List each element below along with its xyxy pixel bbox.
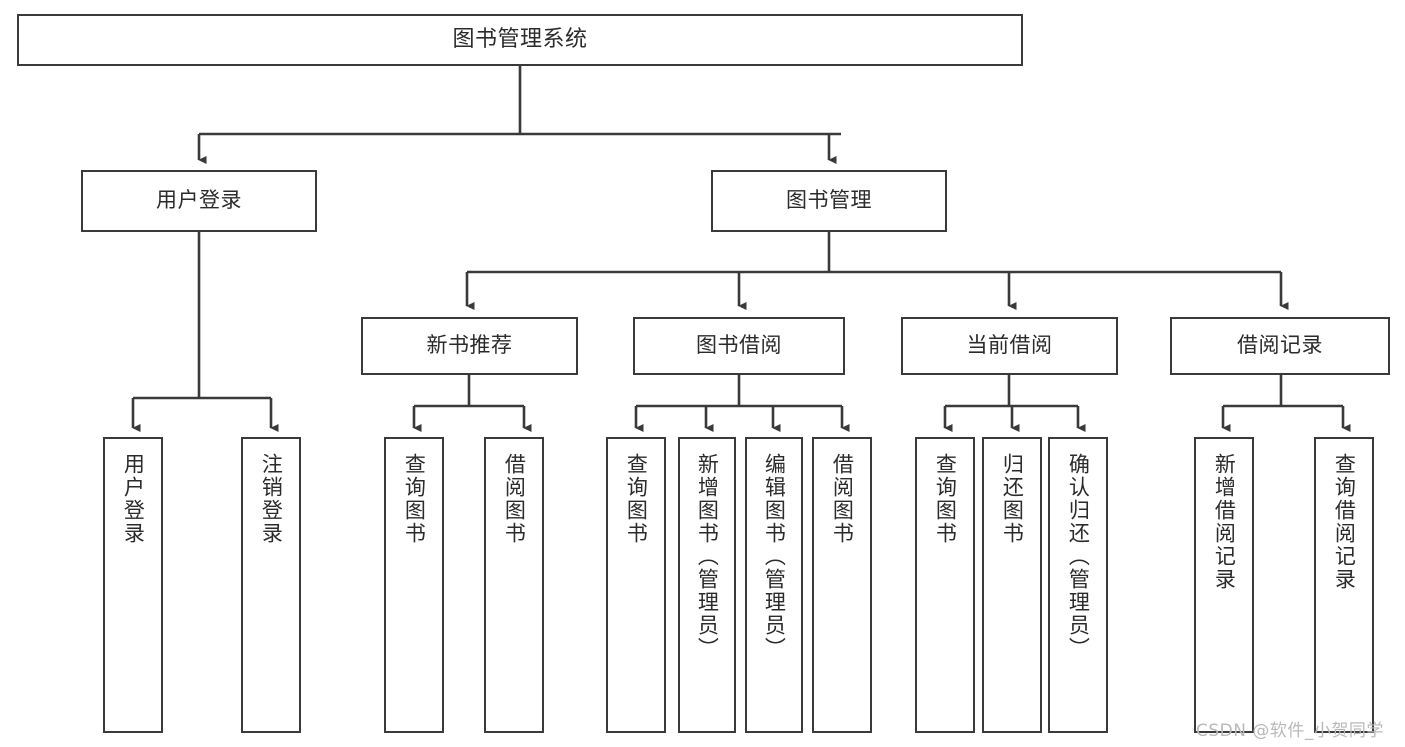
node-book-manage[interactable]: 图书管理 [711, 170, 947, 232]
csdn-watermark: CSDN @软件_小贺同学 [1196, 721, 1384, 741]
leaf-add-record[interactable]: 新增借阅记录 [1194, 437, 1254, 733]
node-book-borrow[interactable]: 图书借阅 [633, 317, 845, 375]
node-label: 借阅图书 [502, 453, 527, 545]
leaf-return-book[interactable]: 归还图书 [982, 437, 1042, 733]
node-label: 图书管理 [786, 188, 872, 213]
node-root-system[interactable]: 图书管理系统 [17, 14, 1023, 66]
leaf-user-logout[interactable]: 注销登录 [241, 437, 301, 733]
node-label: 新增借阅记录 [1212, 453, 1237, 591]
leaf-confirm-return[interactable]: 确认归还（管理员） [1048, 437, 1108, 733]
node-label: 用户登录 [121, 453, 146, 545]
leaf-add-book[interactable]: 新增图书（管理员） [678, 437, 736, 733]
leaf-edit-book[interactable]: 编辑图书（管理员） [745, 437, 803, 733]
leaf-query-book-2[interactable]: 查询图书 [606, 437, 666, 733]
leaf-query-record[interactable]: 查询借阅记录 [1314, 437, 1374, 733]
node-new-book-rec[interactable]: 新书推荐 [361, 317, 578, 375]
node-label: 当前借阅 [966, 333, 1053, 358]
node-label: 新增图书（管理员） [695, 453, 720, 660]
leaf-user-login[interactable]: 用户登录 [103, 437, 163, 733]
node-label: 查询图书 [624, 453, 649, 545]
node-current-borrow[interactable]: 当前借阅 [901, 317, 1118, 375]
node-label: 注销登录 [259, 453, 284, 545]
node-label: 查询图书 [933, 453, 958, 545]
leaf-query-book-1[interactable]: 查询图书 [384, 437, 444, 733]
node-label: 编辑图书（管理员） [762, 453, 787, 660]
node-label: 借阅记录 [1237, 333, 1323, 358]
node-label: 新书推荐 [426, 333, 513, 358]
node-user-login[interactable]: 用户登录 [81, 170, 317, 232]
node-borrow-record[interactable]: 借阅记录 [1170, 317, 1390, 375]
node-label: 图书管理系统 [452, 26, 588, 52]
node-label: 确认归还（管理员） [1066, 453, 1091, 660]
node-label: 图书借阅 [696, 333, 782, 358]
node-label: 归还图书 [1000, 453, 1025, 545]
node-label: 借阅图书 [830, 453, 855, 545]
node-label: 查询借阅记录 [1332, 453, 1357, 591]
leaf-borrow-book-2[interactable]: 借阅图书 [812, 437, 872, 733]
leaf-borrow-book-1[interactable]: 借阅图书 [484, 437, 544, 733]
node-label: 查询图书 [402, 453, 427, 545]
leaf-query-book-3[interactable]: 查询图书 [915, 437, 975, 733]
node-label: 用户登录 [156, 188, 242, 213]
